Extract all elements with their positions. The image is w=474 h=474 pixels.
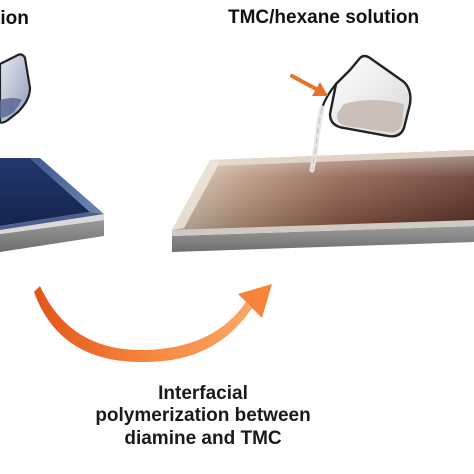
right-film-shading [172,150,474,230]
caption-line-2: polymerization between [95,405,311,427]
left-substrate-top-edge [0,214,104,234]
left-substrate [0,158,104,252]
right-film-back-edge [210,150,474,166]
beaker-icon-left [0,53,32,124]
process-caption: Interfacial polymerization between diami… [82,383,324,450]
caption-line-3: diamine and TMC [124,427,282,449]
right-substrate-top-edge [172,220,474,236]
beaker-icon-right [309,54,412,173]
right-substrate [172,150,474,252]
arrow-icon [290,74,328,96]
left-substrate-base [0,220,104,252]
left-film-top [0,158,90,226]
right-film-bevel [172,160,220,230]
left-film-front-edge [0,212,104,230]
right-substrate-base [172,226,474,252]
left-film-bevel [30,158,104,214]
curved-arrow-icon [34,284,272,363]
caption-line-1: Interfacial [158,383,248,404]
right-solution-label: TMC/hexane solution [228,7,420,28]
left-solution-label: tion [0,8,29,29]
